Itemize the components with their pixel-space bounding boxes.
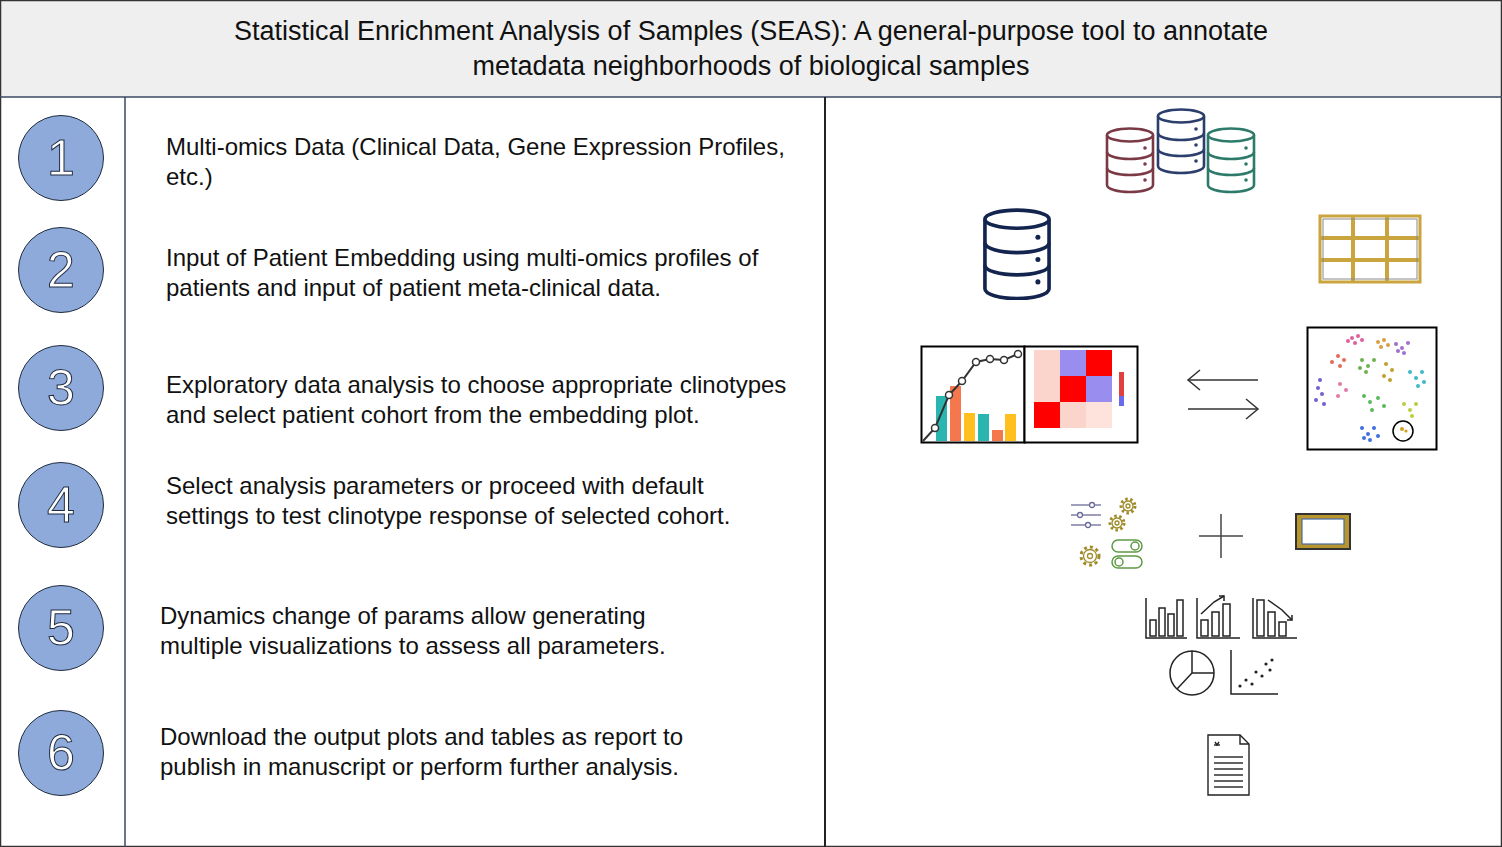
step-number: 2 — [47, 245, 75, 295]
frame-icon — [1296, 514, 1350, 549]
bar-line-chart — [922, 347, 1025, 443]
step-description: Exploratory data analysis to choose appr… — [166, 370, 791, 430]
step-number: 5 — [47, 603, 75, 653]
title-band: Statistical Enrichment Analysis of Sampl… — [0, 0, 1502, 97]
plus-sign — [1199, 514, 1243, 558]
header-band — [0, 0, 1502, 97]
step-circle: 2 — [18, 227, 104, 313]
step-number: 4 — [47, 480, 75, 530]
embedding-plot — [1308, 328, 1437, 450]
header-rule — [0, 96, 1502, 98]
column-rule — [124, 97, 126, 847]
diagram-title: Statistical Enrichment Analysis of Sampl… — [201, 14, 1301, 84]
exchange-arrows — [1188, 370, 1258, 419]
settings-icon — [1071, 499, 1142, 568]
step-circle: 5 — [18, 585, 104, 671]
step-description: Select analysis parameters or proceed wi… — [166, 471, 791, 531]
step-circle: 1 — [18, 115, 104, 201]
step-circle: 4 — [18, 462, 104, 548]
step-description: Multi-omics Data (Clinical Data, Gene Ex… — [166, 132, 791, 192]
heatmap — [1025, 347, 1138, 443]
step-number: 6 — [47, 728, 75, 778]
step-number: 3 — [47, 363, 75, 413]
column-rule — [824, 97, 826, 847]
database-icons — [985, 110, 1254, 299]
table-icon — [1320, 216, 1420, 282]
document-icon — [1208, 735, 1249, 795]
step-description: Download the output plots and tables as … — [160, 722, 720, 782]
step-circle: 3 — [18, 345, 104, 431]
step-description: Dynamics change of params allow generati… — [160, 601, 700, 661]
scatter-icon — [1238, 658, 1273, 687]
step-description: Input of Patient Embedding using multi-o… — [166, 243, 791, 303]
chart-icons — [1146, 596, 1297, 695]
step-number: 1 — [47, 133, 75, 183]
step-circle: 6 — [18, 710, 104, 796]
